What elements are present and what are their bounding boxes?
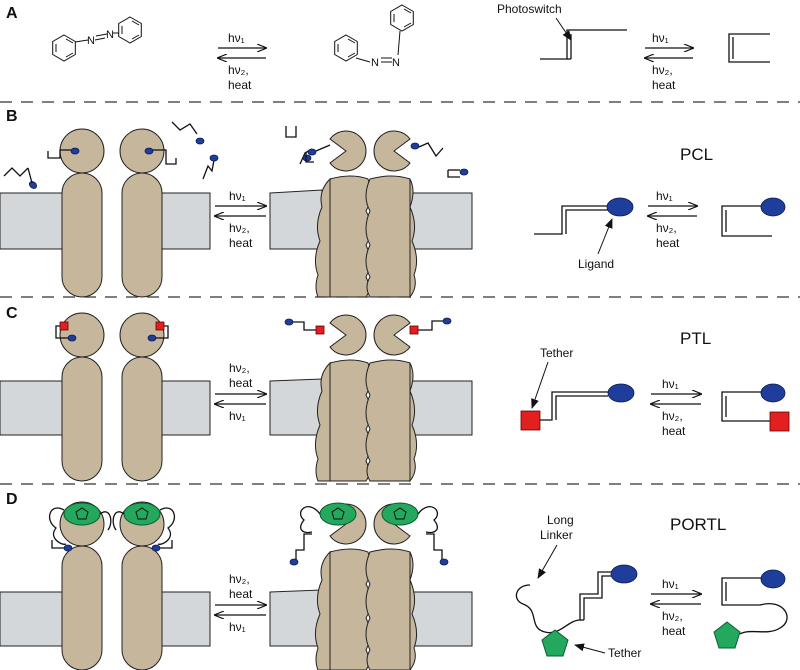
membrane xyxy=(409,192,473,250)
arrow-label-top2: heat xyxy=(229,376,253,390)
cis-ligand-icon xyxy=(285,126,469,178)
membrane xyxy=(269,378,323,436)
ligand-label: Ligand xyxy=(578,257,614,271)
pcl-cis-icon xyxy=(721,197,786,237)
membrane xyxy=(0,591,65,647)
arrow-label-top: hν₂, xyxy=(229,361,250,375)
svg-text:N: N xyxy=(87,35,95,47)
panel-a-equilibrium-arrows-right: hν₁ hν₂, heat xyxy=(645,31,693,92)
arrow-label-top: hν₁ xyxy=(652,31,669,45)
arrow-label-top: hν₂, xyxy=(229,572,250,586)
long-linker-label-2: Linker xyxy=(540,528,573,542)
portl-cis-icon xyxy=(713,569,788,649)
svg-text:N: N xyxy=(392,57,400,69)
membrane xyxy=(269,189,323,250)
receptor-pair-active xyxy=(314,314,418,482)
membrane xyxy=(269,589,323,647)
svg-text:N: N xyxy=(371,57,379,69)
portl-resting-icon xyxy=(48,502,176,552)
arrow-label-bottom2: heat xyxy=(228,78,252,92)
ptl-cis-icon xyxy=(721,383,790,432)
panel-d-letter: D xyxy=(6,491,18,508)
panel-d: D hν₂, heat hν₁ xyxy=(0,491,788,670)
panel-c-equilibrium-arrows-right: hν₁ hν₂, heat xyxy=(651,377,701,438)
portl-active-icon xyxy=(289,502,449,566)
panel-b-letter: B xyxy=(6,108,18,125)
arrow-label-bottom2: heat xyxy=(662,624,686,638)
arrow-label-bottom2: heat xyxy=(662,424,686,438)
panel-b: B hν₁ hν₂, heat xyxy=(0,108,786,298)
panel-a-equilibrium-arrows-left: hν₁ hν₂, heat xyxy=(218,31,266,92)
membrane xyxy=(0,380,65,436)
arrow-label-bottom: hν₁ xyxy=(229,620,246,634)
arrow-label-bottom2: heat xyxy=(229,236,253,250)
azobenzene-trans-icon: N N xyxy=(52,16,142,62)
arrow-label-bottom2: heat xyxy=(656,236,680,250)
arrow-label-bottom: hν₂, xyxy=(228,63,249,77)
ptl-trans-icon xyxy=(520,383,635,431)
free-ligand-icon xyxy=(3,121,219,189)
portl-trans-icon xyxy=(515,564,638,657)
membrane xyxy=(409,591,473,647)
tethered-ligand-extended-icon xyxy=(284,317,452,335)
tether-label: Tether xyxy=(608,646,641,660)
arrow-label-top: hν₁ xyxy=(229,189,246,203)
panel-b-title: PCL xyxy=(680,145,713,164)
panel-d-title: PORTL xyxy=(670,515,726,534)
membrane xyxy=(159,591,211,647)
arrow-label-top: hν₁ xyxy=(228,31,245,45)
svg-text:N: N xyxy=(106,29,114,41)
arrow-label-bottom: hν₂, xyxy=(652,63,673,77)
arrow-label-bottom: hν₂, xyxy=(662,409,683,423)
panel-c-equilibrium-arrows-left: hν₂, heat hν₁ xyxy=(215,361,266,423)
arrow-label-top: hν₁ xyxy=(656,189,673,203)
membrane xyxy=(159,192,211,250)
membrane xyxy=(409,380,473,436)
panel-b-equilibrium-arrows-left: hν₁ hν₂, heat xyxy=(215,189,266,250)
arrow-label-bottom: hν₂, xyxy=(656,221,677,235)
panel-a: A N N hν₁ hν₂, heat N xyxy=(6,2,770,92)
arrow-label-bottom2: heat xyxy=(652,78,676,92)
receptor-pair-active xyxy=(314,503,418,670)
panel-b-equilibrium-arrows-right: hν₁ hν₂, heat xyxy=(648,189,697,250)
panel-c-title: PTL xyxy=(680,329,711,348)
arrow-label-bottom: hν₁ xyxy=(229,409,246,423)
green-tether-icon xyxy=(541,629,569,657)
receptor-pair-resting xyxy=(59,501,165,670)
panel-c: C hν₂, heat hν₁ PTL xyxy=(0,305,790,482)
azobenzene-cis-icon: N N xyxy=(334,4,414,69)
arrow-label-top: hν₁ xyxy=(662,377,679,391)
photoswitch-trans-icon xyxy=(540,29,627,60)
long-linker-label-1: Long xyxy=(547,513,574,527)
receptor-pair-active xyxy=(314,130,418,298)
arrow-label-top: hν₁ xyxy=(662,577,679,591)
panel-c-letter: C xyxy=(6,305,18,322)
arrow-label-bottom: hν₂, xyxy=(662,609,683,623)
tether-label: Tether xyxy=(540,346,573,360)
pcl-trans-icon xyxy=(534,197,634,235)
panel-a-letter: A xyxy=(6,5,18,22)
membrane xyxy=(0,192,65,250)
photoswitch-cis-icon xyxy=(728,33,770,63)
arrow-label-bottom: hν₂, xyxy=(229,221,250,235)
photoswitch-label: Photoswitch xyxy=(497,2,562,16)
panel-d-equilibrium-arrows-left: hν₂, heat hν₁ xyxy=(215,572,266,634)
green-tether-icon xyxy=(713,621,741,649)
arrow-label-top2: heat xyxy=(229,587,253,601)
tethered-ligand-icon xyxy=(55,321,169,342)
panel-d-equilibrium-arrows-right: hν₁ hν₂, heat xyxy=(651,577,701,638)
membrane xyxy=(159,380,211,436)
